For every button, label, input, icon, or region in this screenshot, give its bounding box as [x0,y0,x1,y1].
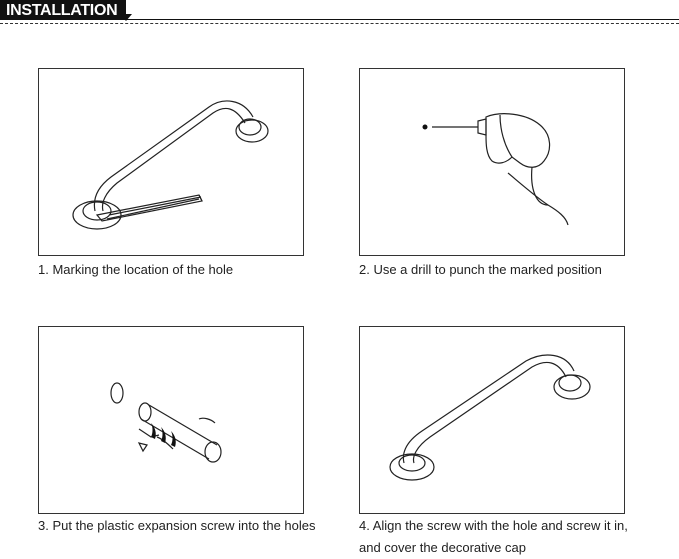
expansion-screw-icon [110,382,222,463]
step-2-caption: 2. Use a drill to punch the marked posit… [359,262,602,277]
marked-position-dot [422,124,428,130]
step-3-caption: 3. Put the plastic expansion screw into … [38,518,316,533]
header-notch [120,14,132,21]
section-header: INSTALLATION [0,0,679,24]
step-1-caption: 1. Marking the location of the hole [38,262,234,277]
section-title: INSTALLATION [6,2,118,19]
grab-bar-marking-icon [72,100,269,230]
step-3-panel [38,326,304,514]
drill-icon [422,113,569,226]
grab-bar-icon [389,354,591,481]
header-dashed-rule [0,23,679,24]
step-2-panel [359,68,625,256]
header-tab: INSTALLATION [0,0,126,20]
header-rule [126,19,679,20]
step-4-panel [359,326,625,514]
step-1-panel [38,68,304,256]
step-4-caption: 4. Align the screw with the hole and scr… [359,518,628,555]
